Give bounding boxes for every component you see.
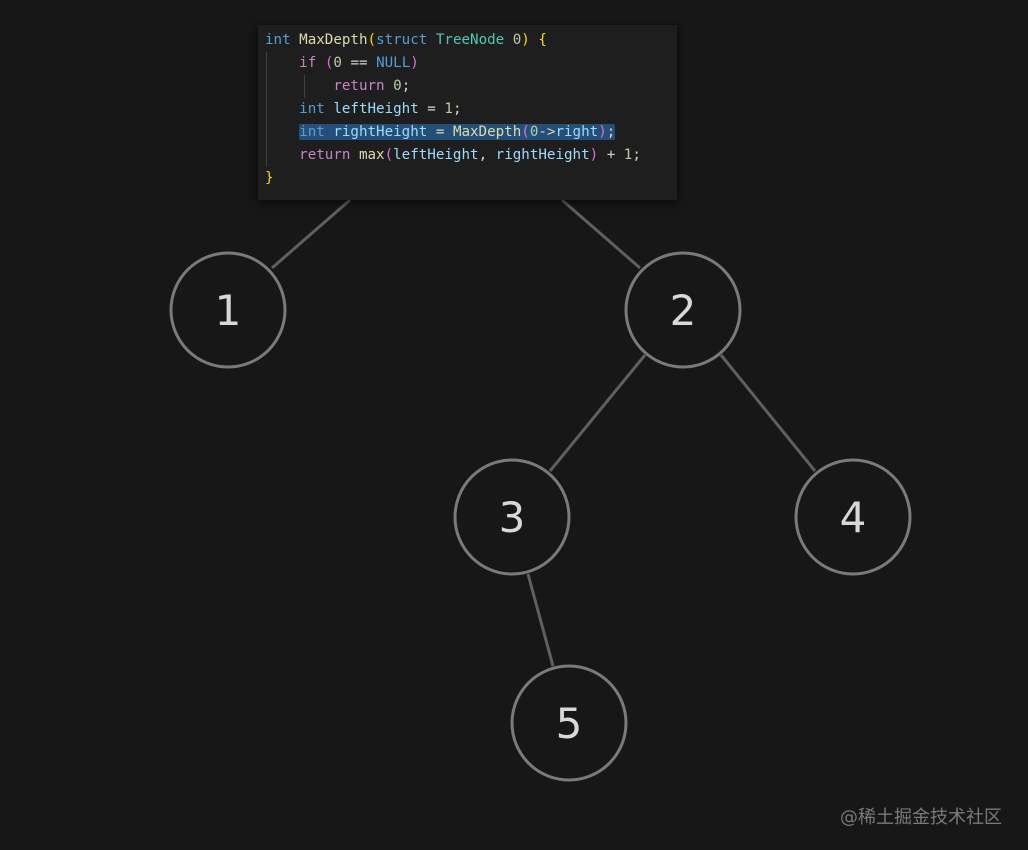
code-content: } xyxy=(265,170,274,186)
code-line-3: return 0; xyxy=(265,75,677,98)
tree-node-2: 2 xyxy=(624,251,742,369)
code-snippet-panel: int MaxDepth(struct TreeNode 0) { if (0 … xyxy=(258,25,677,200)
node-label: 1 xyxy=(215,286,242,335)
code-line-5: int rightHeight = MaxDepth(0->right); xyxy=(265,121,677,144)
code-content: return max(leftHeight, rightHeight) + 1; xyxy=(299,147,641,163)
tree-node-4: 4 xyxy=(794,458,912,576)
indent-guide xyxy=(266,75,267,98)
tree-node-5: 5 xyxy=(510,664,628,782)
watermark: @稀土掘金技术社区 xyxy=(840,807,1002,828)
indent-guide xyxy=(266,144,267,167)
node-label: 5 xyxy=(556,699,583,748)
code-content: return 0; xyxy=(333,78,411,94)
code-line-6: return max(leftHeight, rightHeight) + 1; xyxy=(265,144,677,167)
code-content: int leftHeight = 1; xyxy=(299,101,462,117)
indent-guide xyxy=(303,75,305,98)
tree-node-1: 1 xyxy=(169,251,287,369)
tree-edge-3-5 xyxy=(526,573,555,667)
node-circle xyxy=(453,458,571,576)
tree-edge-root-1 xyxy=(271,198,351,270)
code-content: int MaxDepth(struct TreeNode 0) { xyxy=(265,32,547,48)
tree-node-3: 3 xyxy=(453,458,571,576)
node-circle xyxy=(169,251,287,369)
indent-guide xyxy=(266,52,267,75)
code-line-4: int leftHeight = 1; xyxy=(265,98,677,121)
node-label: 2 xyxy=(670,286,697,335)
node-label: 4 xyxy=(840,493,867,542)
node-circle xyxy=(624,251,742,369)
node-label: 3 xyxy=(499,493,526,542)
node-circle xyxy=(794,458,912,576)
node-circle xyxy=(510,664,628,782)
tree-edge-2-3 xyxy=(548,354,647,472)
selection-highlight: int rightHeight = MaxDepth(0->right); xyxy=(299,124,616,140)
code-line-7: } xyxy=(265,167,677,190)
indent-guide xyxy=(266,98,267,121)
code-content: if (0 == NULL) xyxy=(299,55,419,71)
tree-edge-2-4 xyxy=(719,354,817,472)
code-line-2: if (0 == NULL) xyxy=(265,52,677,75)
indent-guide xyxy=(266,121,267,144)
tree-edge-root-2 xyxy=(561,198,641,270)
code-line-1: int MaxDepth(struct TreeNode 0) { xyxy=(265,29,677,52)
